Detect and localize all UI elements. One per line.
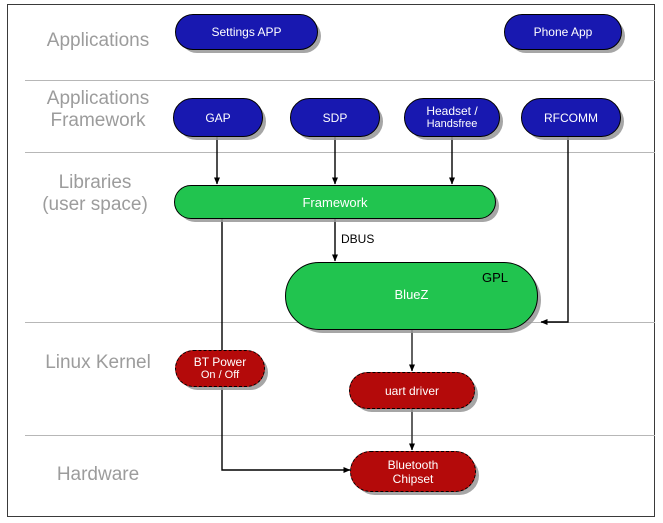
node-framework[interactable]: Framework [174, 185, 496, 219]
node-rfcomm-label: RFCOMM [544, 110, 598, 125]
node-headset-handsfree-sublabel: Handsfree [426, 118, 478, 130]
node-uart-driver[interactable]: uart driver [349, 372, 475, 409]
edge-label-dbus: DBUS [341, 232, 375, 246]
layer-label-hardware: Hardware [56, 464, 140, 485]
node-headset-handsfree[interactable]: Headset / Handsfree [404, 98, 500, 137]
layer-label-applications-framework: Applications Framework [46, 88, 150, 131]
node-gap[interactable]: GAP [173, 98, 263, 137]
node-phone-app-label: Phone App [533, 25, 593, 39]
node-bt-power-sublabel: On / Off [200, 369, 240, 381]
node-bluetooth-chipset[interactable]: Bluetooth Chipset [350, 451, 476, 492]
layer-label-linux-kernel: Linux Kernel [45, 352, 151, 373]
node-bt-power[interactable]: BT Power On / Off [175, 350, 265, 387]
node-bluez-gpl-tag: GPL [482, 270, 509, 285]
node-uart-driver-label: uart driver [384, 383, 440, 398]
node-headset-handsfree-label: Headset / [426, 104, 478, 118]
layer-label-libraries: Libraries (user space) [42, 172, 148, 215]
node-bluez-label: BlueZ [394, 286, 429, 302]
node-bluetooth-chipset-label: Bluetooth [387, 457, 439, 472]
divider-linux-kernel [25, 435, 655, 436]
node-sdp[interactable]: SDP [290, 98, 380, 137]
node-bt-power-label: BT Power [193, 355, 247, 369]
node-sdp-label: SDP [322, 110, 348, 125]
node-settings-app[interactable]: Settings APP [175, 14, 318, 50]
node-phone-app[interactable]: Phone App [504, 14, 622, 50]
node-rfcomm[interactable]: RFCOMM [521, 98, 621, 137]
node-gap-label: GAP [205, 110, 231, 125]
node-bluetooth-chipset-sublabel: Chipset [392, 471, 434, 486]
divider-applications-framework [25, 152, 655, 153]
node-framework-label: Framework [302, 194, 368, 210]
layer-label-applications: Applications [46, 30, 150, 51]
divider-applications [25, 80, 655, 81]
node-settings-app-label: Settings APP [211, 25, 282, 39]
